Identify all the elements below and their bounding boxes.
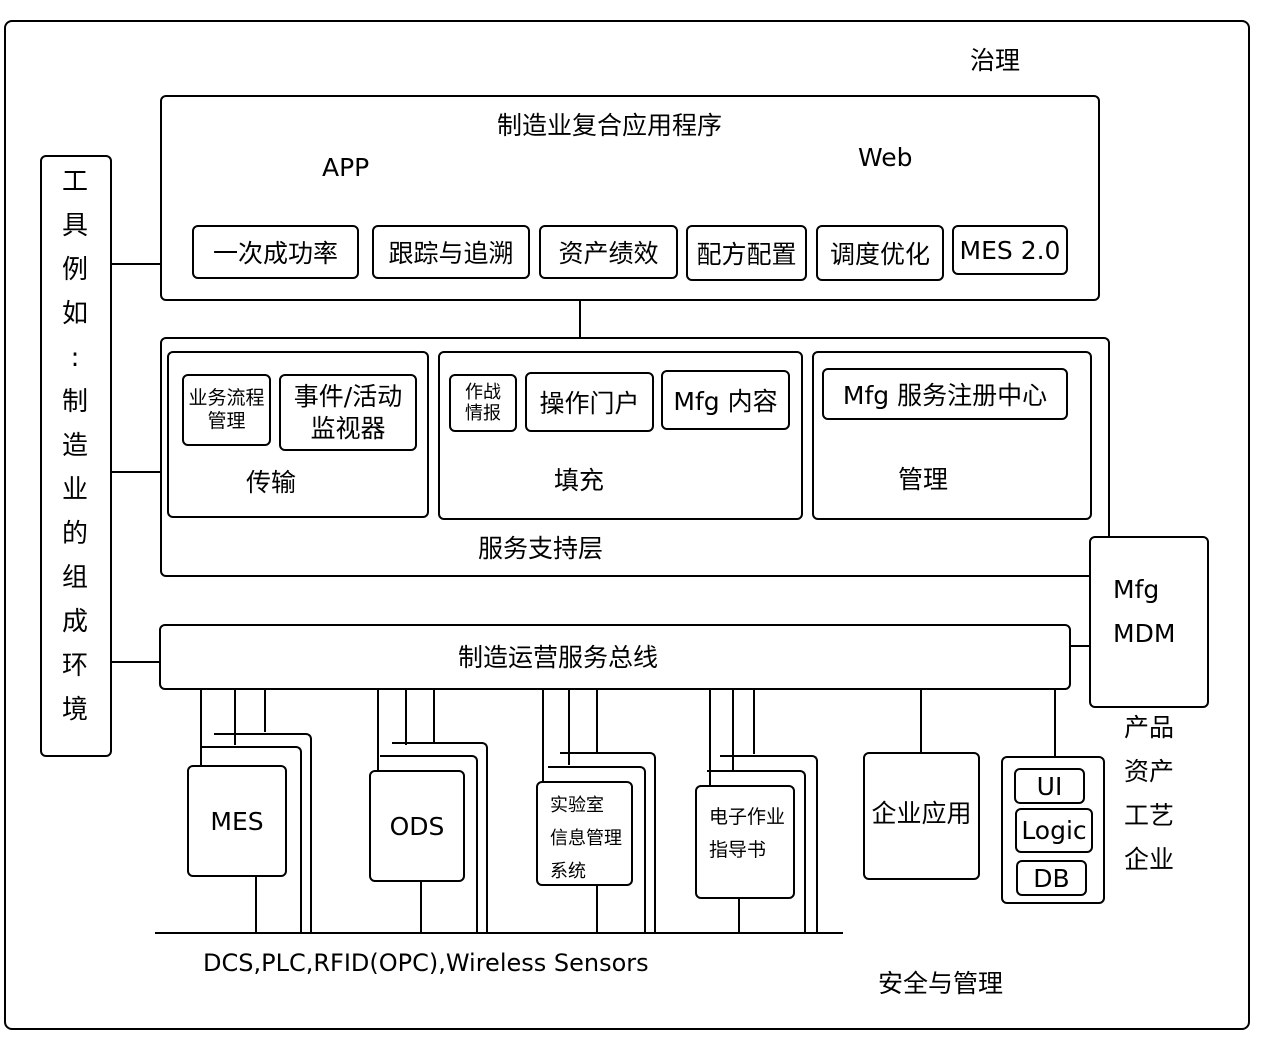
manage-label: 管理: [898, 465, 949, 494]
tool-char: 环: [61, 651, 88, 681]
tools-connector-services: [112, 471, 160, 473]
ods-box: ODS: [369, 770, 465, 882]
app-mes2: MES 2.0: [952, 225, 1068, 275]
tools-connector-apps: [112, 263, 160, 265]
security-management-label: 安全与管理: [878, 969, 1004, 998]
app-label: APP: [322, 153, 370, 182]
bus-drop: [732, 690, 734, 772]
bpm-box: 业务流程管理: [182, 374, 271, 446]
tool-char: :: [70, 343, 80, 373]
lims-box: 实验室 信息管理 系统: [536, 781, 633, 886]
tool-char: 工: [61, 167, 88, 197]
mes-stack-back: [214, 733, 312, 933]
lims-stack-mid: [548, 766, 646, 933]
service-registry-box: Mfg 服务注册中心: [822, 368, 1068, 420]
bus-drop: [596, 690, 598, 752]
monitor-line2: 监视器: [310, 413, 386, 443]
mdm-line2: MDM: [1113, 619, 1176, 648]
mfg-content-box: Mfg 内容: [661, 370, 790, 430]
lims-line3: 系统: [550, 861, 586, 882]
bus-drop: [920, 690, 922, 752]
bus-drop: [405, 690, 407, 745]
bus-drop: [568, 690, 570, 765]
tool-char: 成: [61, 607, 88, 637]
field-drop: [420, 882, 422, 933]
composite-apps-title: 制造业复合应用程序: [497, 111, 723, 140]
tool-char: 的: [61, 519, 88, 549]
service-bus-label: 制造运营服务总线: [458, 643, 659, 672]
bus-drop: [1054, 690, 1056, 768]
bus-drop: [200, 690, 202, 770]
governance-label: 治理: [970, 46, 1021, 75]
service-bus: [159, 624, 1071, 690]
tool-char: 组: [61, 563, 88, 593]
tools-connector-bus: [112, 661, 160, 663]
enterprise-app-box: 企业应用: [863, 752, 980, 880]
mdm-item: 工艺: [1124, 801, 1175, 830]
bus-drop: [753, 690, 755, 754]
tool-char: 造: [61, 431, 88, 461]
intel-line1: 作战: [465, 382, 501, 403]
service-layer-label: 服务支持层: [478, 534, 604, 563]
ods-stack-mid: [380, 755, 478, 933]
tool-char: 业: [61, 475, 88, 505]
intel-line2: 情报: [465, 403, 501, 424]
fill-label: 填充: [554, 466, 605, 495]
logic-layer: Logic: [1015, 808, 1093, 853]
event-monitor-box: 事件/活动监视器: [279, 374, 417, 451]
tool-char: 境: [61, 695, 88, 725]
bpm-line1: 业务流程: [188, 387, 265, 409]
field-bus-line: [155, 932, 843, 934]
monitor-line1: 事件/活动: [293, 381, 403, 411]
ops-intel-box: 作战情报: [449, 374, 517, 432]
tool-char: 如: [61, 299, 88, 329]
web-label: Web: [858, 143, 913, 172]
ui-layer: UI: [1014, 768, 1085, 804]
mfg-mdm-box: [1089, 536, 1209, 708]
tools-column-text: 工 具 例 如 : 制 造 业 的 组 成 环 境: [40, 160, 110, 760]
bus-drop: [542, 690, 544, 782]
ewi-box: 电子作业 指导书: [695, 785, 795, 899]
app-track-trace: 跟踪与追溯: [372, 225, 530, 279]
bpm-line2: 管理: [207, 410, 246, 432]
app-schedule-optimize: 调度优化: [816, 225, 944, 281]
app-asset-performance: 资产绩效: [539, 225, 678, 279]
app-recipe-config: 配方配置: [686, 225, 807, 281]
bus-drop: [433, 690, 435, 742]
mdm-item: 产品: [1124, 713, 1175, 742]
ewi-line1: 电子作业: [709, 806, 786, 828]
field-drop: [255, 877, 257, 933]
tool-char: 具: [61, 211, 88, 241]
mdm-line1: Mfg: [1113, 575, 1160, 604]
bus-drop: [377, 690, 379, 770]
transport-label: 传输: [246, 468, 297, 497]
ods-stack-back: [392, 742, 488, 933]
field-devices-label: DCS,PLC,RFID(OPC),Wireless Sensors: [203, 949, 649, 977]
tools-column: [40, 155, 112, 757]
mdm-items: 产品 资产 工艺 企业: [1124, 706, 1174, 882]
lims-stack-back: [560, 752, 656, 933]
field-drop: [596, 886, 598, 933]
mes-stack-mid: [202, 746, 302, 933]
bus-drop: [264, 690, 266, 732]
db-layer: DB: [1016, 860, 1087, 896]
ewi-line2: 指导书: [709, 839, 767, 861]
lims-line2: 信息管理: [550, 828, 622, 849]
lims-line1: 实验室: [550, 795, 604, 816]
bus-drop: [234, 690, 236, 745]
field-drop: [738, 899, 740, 933]
app-first-pass-yield: 一次成功率: [192, 225, 359, 279]
mdm-item: 企业: [1124, 845, 1175, 874]
bus-mdm-connector: [1071, 645, 1089, 647]
tool-char: 例: [61, 255, 88, 285]
tool-char: 制: [61, 387, 88, 417]
bus-drop: [709, 690, 711, 785]
mdm-item: 资产: [1124, 757, 1175, 786]
mes-box: MES: [187, 765, 287, 877]
ewi-stack-mid: [707, 770, 806, 933]
ewi-stack-back: [720, 755, 818, 933]
ops-portal-box: 操作门户: [525, 372, 654, 432]
